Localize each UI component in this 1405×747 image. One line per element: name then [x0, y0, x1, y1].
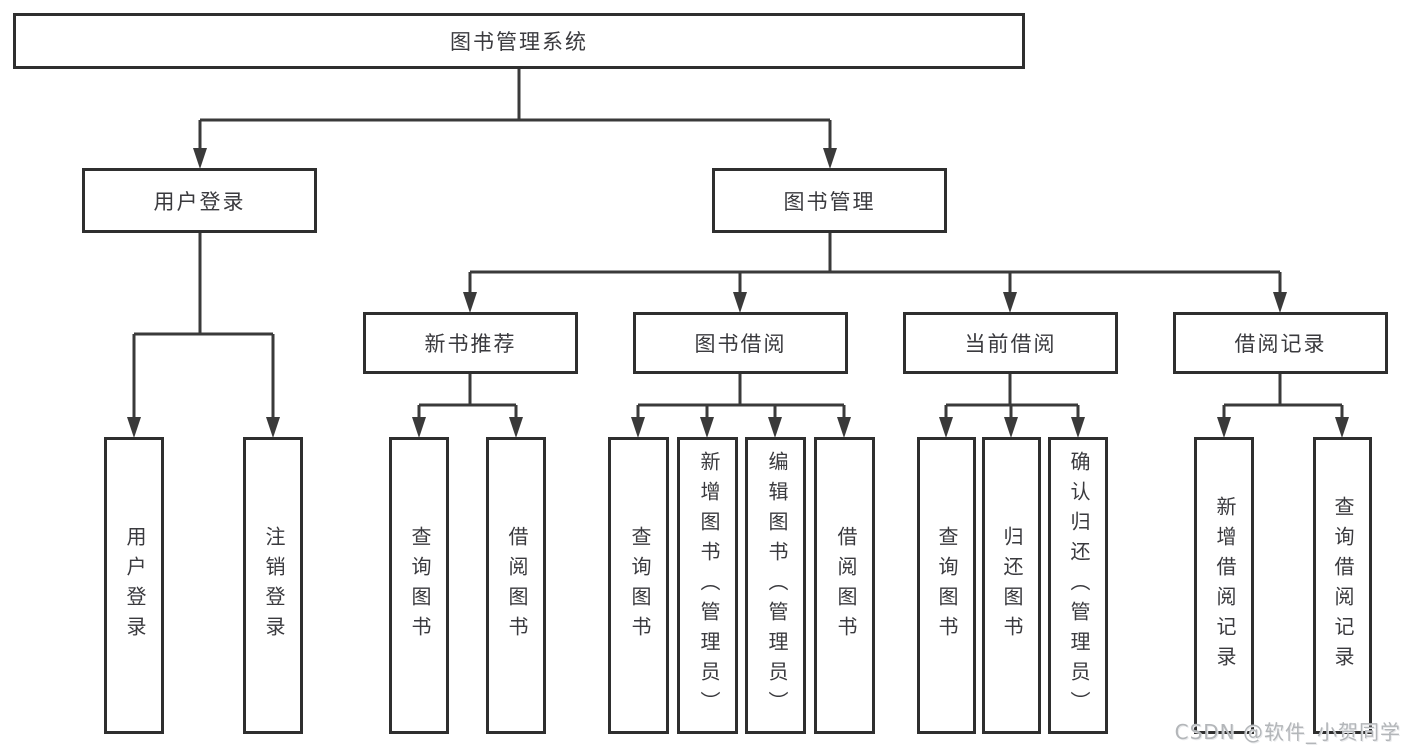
- leaf-query-books-borrow: 查询图书: [608, 437, 669, 734]
- leaf-query-books-current: 查询图书: [917, 437, 976, 734]
- leaf-confirm-return-admin: 确认归还（管理员）: [1048, 437, 1108, 734]
- leaf-logout: 注销登录: [243, 437, 303, 734]
- leaf-add-book-admin: 新增图书（管理员）: [677, 437, 738, 734]
- leaf-user-login: 用户登录: [104, 437, 164, 734]
- leaf-edit-book-admin: 编辑图书（管理员）: [745, 437, 806, 734]
- leaf-add-borrow-record: 新增借阅记录: [1194, 437, 1254, 734]
- csdn-watermark: CSDN @软件_小贺同学: [1174, 720, 1401, 744]
- leaf-borrow-books: 借阅图书: [814, 437, 875, 734]
- node-user-login: 用户登录: [82, 168, 317, 233]
- leaf-return-book: 归还图书: [982, 437, 1041, 734]
- node-current-borrow: 当前借阅: [903, 312, 1118, 374]
- node-root-library-system: 图书管理系统: [13, 13, 1025, 69]
- node-book-borrow: 图书借阅: [633, 312, 848, 374]
- node-new-book-recommend: 新书推荐: [363, 312, 578, 374]
- node-book-management: 图书管理: [712, 168, 947, 233]
- node-borrow-records: 借阅记录: [1173, 312, 1388, 374]
- leaf-query-borrow-record: 查询借阅记录: [1313, 437, 1372, 734]
- leaf-query-books-recommend: 查询图书: [389, 437, 449, 734]
- leaf-borrow-books-recommend: 借阅图书: [486, 437, 546, 734]
